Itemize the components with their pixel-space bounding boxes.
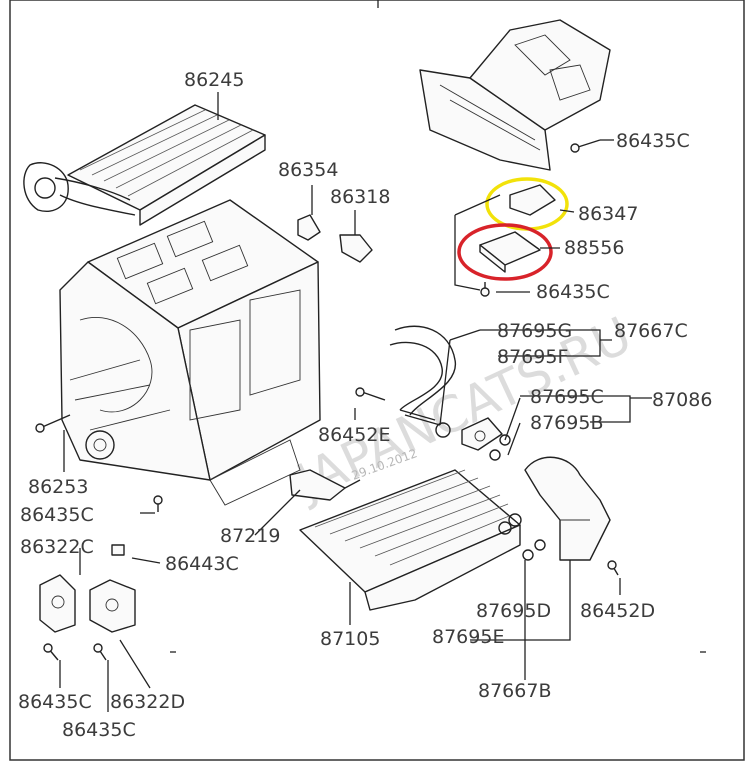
thermistor-87219 bbox=[289, 469, 361, 501]
label-87667B: 87667B bbox=[478, 680, 551, 702]
actuator-86322C bbox=[39, 574, 76, 633]
small-parts bbox=[111, 214, 373, 556]
label-87695B: 87695B bbox=[530, 412, 603, 434]
expansion-valve bbox=[461, 417, 511, 461]
label-87695G: 87695G bbox=[497, 320, 572, 342]
leader-lines bbox=[59, 139, 652, 712]
label-86354: 86354 bbox=[278, 159, 338, 181]
evaporator bbox=[299, 469, 522, 611]
label-86435C-bottom: 86435C bbox=[62, 719, 136, 741]
red-highlight bbox=[457, 223, 553, 281]
label-86452D: 86452D bbox=[580, 600, 655, 622]
label-86347: 86347 bbox=[578, 203, 638, 225]
label-86318: 86318 bbox=[330, 186, 390, 208]
actuator-86322D bbox=[89, 579, 136, 633]
refrigerant-pipes bbox=[389, 325, 456, 438]
drain-hose bbox=[522, 456, 611, 561]
module-88556 bbox=[457, 223, 553, 281]
label-86253: 86253 bbox=[28, 476, 88, 498]
heater-unit-housing bbox=[59, 199, 321, 506]
label-86322C: 86322C bbox=[20, 536, 94, 558]
label-86245: 86245 bbox=[184, 69, 244, 91]
label-87695F: 87695F bbox=[497, 346, 568, 368]
resistor-86347 bbox=[485, 177, 569, 231]
part-labels: 86245 86354 86318 86435C 86347 88556 864… bbox=[18, 69, 712, 741]
diagram-frame bbox=[9, 0, 745, 761]
label-87695C: 87695C bbox=[530, 386, 604, 408]
label-86452E: 86452E bbox=[318, 424, 390, 446]
label-87105: 87105 bbox=[320, 628, 380, 650]
label-86435C-mid: 86435C bbox=[536, 281, 610, 303]
label-87695E: 87695E bbox=[432, 626, 504, 648]
screws bbox=[35, 139, 619, 661]
label-87086: 87086 bbox=[652, 389, 712, 411]
label-87667C: 87667C bbox=[614, 320, 688, 342]
label-86435C-bottom-left: 86435C bbox=[18, 691, 92, 713]
label-86435C-top: 86435C bbox=[616, 130, 690, 152]
label-87695D: 87695D bbox=[476, 600, 551, 622]
heater-core bbox=[23, 104, 266, 226]
blower-duct bbox=[419, 19, 611, 171]
label-86435C-left: 86435C bbox=[20, 504, 94, 526]
label-86322D: 86322D bbox=[110, 691, 185, 713]
label-87219: 87219 bbox=[220, 525, 280, 547]
label-86443C: 86443C bbox=[165, 553, 239, 575]
label-88556: 88556 bbox=[564, 237, 624, 259]
